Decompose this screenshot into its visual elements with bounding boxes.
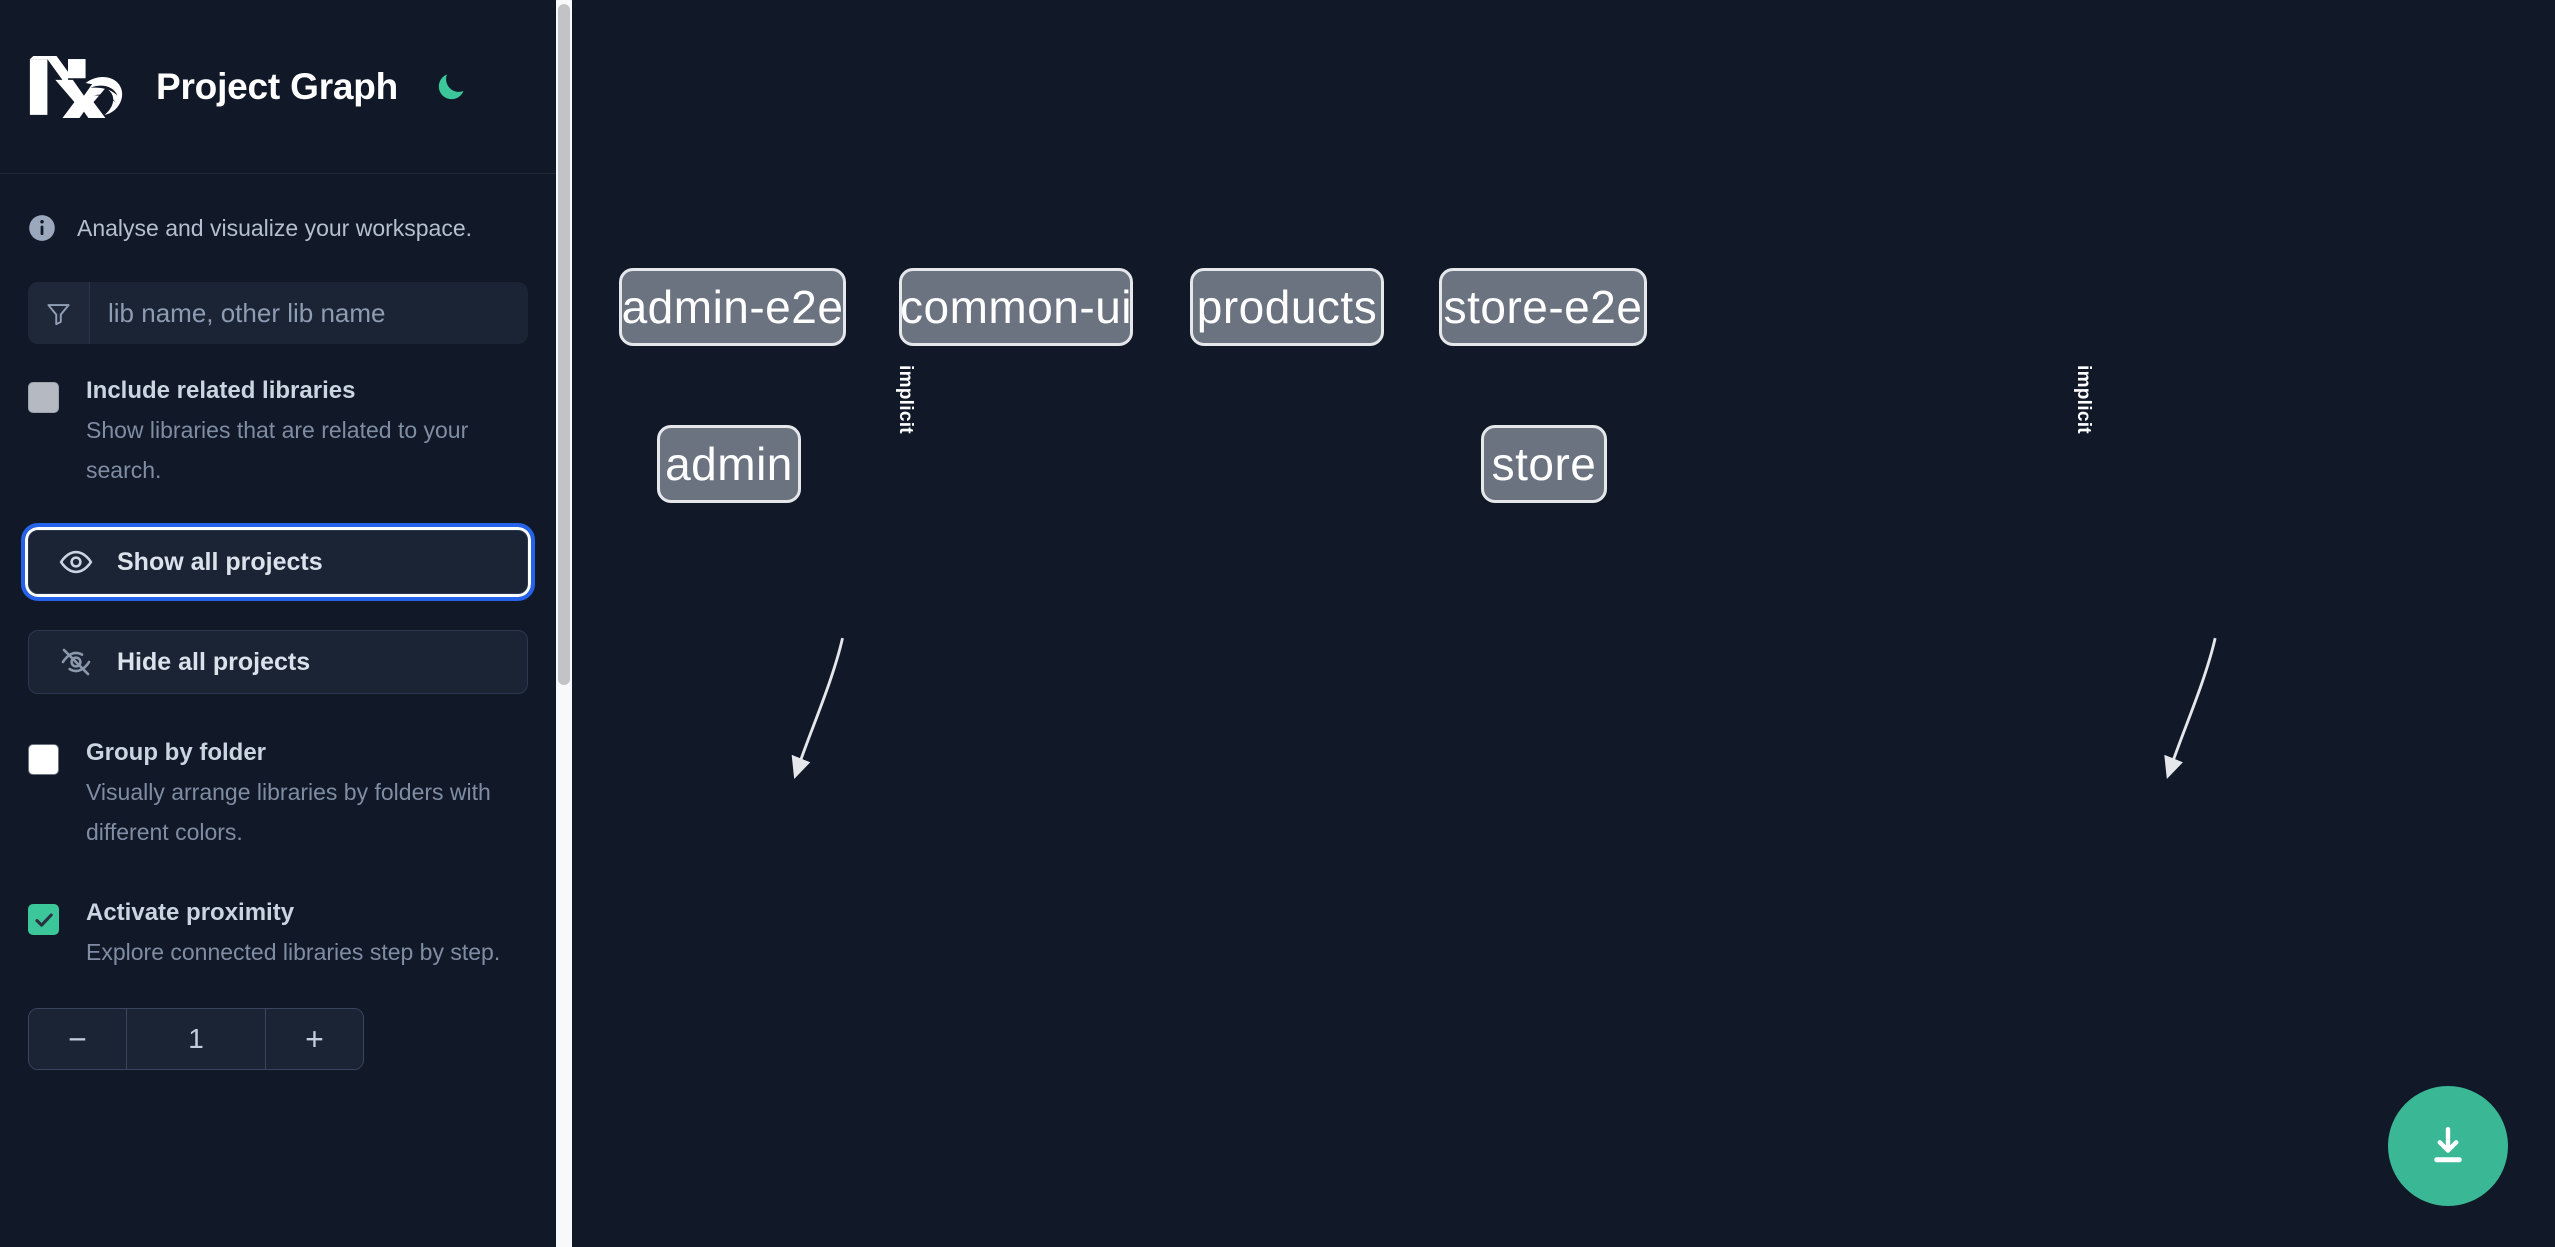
sidebar-scrollbar[interactable] xyxy=(556,0,572,1247)
option-include-related-libraries[interactable]: Include related libraries Show libraries… xyxy=(0,376,556,490)
proximity-stepper: − 1 + xyxy=(28,1008,364,1070)
graph-canvas-area[interactable]: implicit implicit admin-e2e common-ui pr… xyxy=(556,0,2555,1247)
edge-store-e2e-to-store xyxy=(2164,637,2217,780)
show-all-projects-button[interactable]: Show all projects xyxy=(21,523,535,601)
sidebar-header: Project Graph xyxy=(0,0,556,174)
graph-node-admin-e2e[interactable]: admin-e2e xyxy=(619,268,846,346)
edge-label-implicit: implicit xyxy=(895,365,916,434)
filter-icon-button[interactable] xyxy=(28,282,90,344)
search-bar xyxy=(28,282,528,344)
download-icon xyxy=(2434,1126,2462,1163)
option-activate-proximity[interactable]: Activate proximity Explore connected lib… xyxy=(0,898,556,972)
graph-node-store[interactable]: store xyxy=(1481,425,1607,503)
option-description: Visually arrange libraries by folders wi… xyxy=(86,779,491,845)
check-icon xyxy=(34,912,53,927)
hide-all-projects-button[interactable]: Hide all projects xyxy=(28,630,528,694)
option-title: Group by folder xyxy=(86,739,266,766)
checkbox-activate-proximity[interactable] xyxy=(28,904,59,935)
page-title: Project Graph xyxy=(156,65,399,107)
filter-icon xyxy=(47,303,70,325)
eye-icon xyxy=(59,550,93,574)
graph-edges-layer xyxy=(791,637,2217,780)
nx-logo-icon xyxy=(29,55,123,118)
graph-node-products[interactable]: products xyxy=(1190,268,1384,346)
info-icon xyxy=(29,215,55,241)
option-title: Include related libraries xyxy=(86,377,356,404)
option-description: Explore connected libraries step by step… xyxy=(86,939,501,965)
option-group-by-folder[interactable]: Group by folder Visually arrange librari… xyxy=(0,738,556,852)
download-graph-button[interactable] xyxy=(2388,1086,2508,1206)
option-title: Activate proximity xyxy=(86,899,295,926)
proximity-decrement-button[interactable]: − xyxy=(29,1009,127,1069)
search-input[interactable] xyxy=(90,282,528,344)
edge-admin-e2e-to-admin xyxy=(791,637,844,780)
visibility-button-group: Show all projects Hide all projects xyxy=(0,523,556,694)
theme-toggle-button[interactable] xyxy=(430,66,472,108)
moon-icon xyxy=(438,74,464,99)
show-all-projects-label: Show all projects xyxy=(117,547,323,576)
sidebar-scrollbar-thumb[interactable] xyxy=(558,4,570,685)
proximity-value: 1 xyxy=(127,1009,265,1069)
graph-node-admin[interactable]: admin xyxy=(657,425,801,503)
proximity-stepper-wrap: − 1 + xyxy=(0,1008,556,1070)
checkbox-include-related-libraries[interactable] xyxy=(28,382,59,413)
sidebar: Project Graph Analyse and visualize your… xyxy=(0,0,556,1247)
tagline: Analyse and visualize your workspace. xyxy=(0,174,556,282)
option-description: Show libraries that are related to your … xyxy=(86,417,469,483)
edge-label-implicit: implicit xyxy=(2073,365,2094,434)
graph-node-store-e2e[interactable]: store-e2e xyxy=(1439,268,1647,346)
tagline-text: Analyse and visualize your workspace. xyxy=(77,214,473,241)
eye-off-icon xyxy=(61,648,91,676)
graph-node-common-ui[interactable]: common-ui xyxy=(899,268,1133,346)
hide-all-projects-label: Hide all projects xyxy=(117,647,311,676)
checkbox-group-by-folder[interactable] xyxy=(28,744,59,775)
proximity-increment-button[interactable]: + xyxy=(265,1009,363,1069)
